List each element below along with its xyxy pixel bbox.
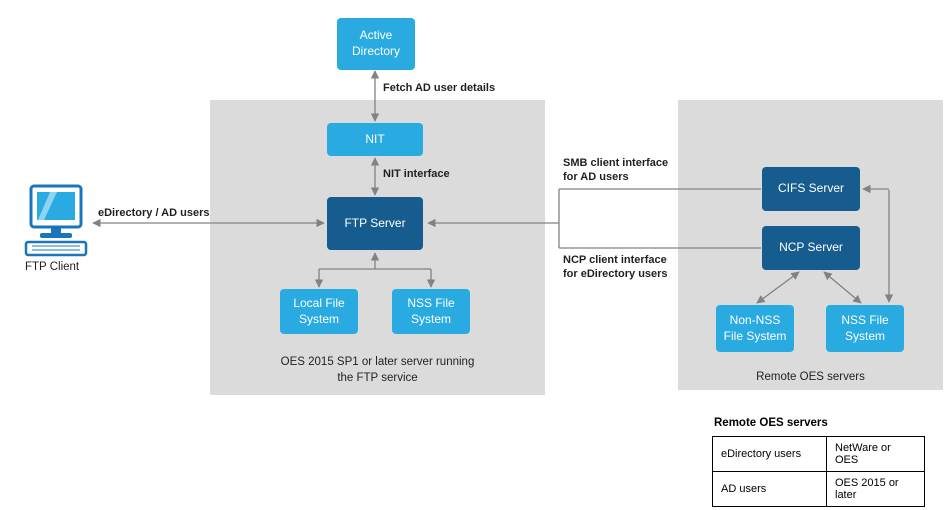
remote-oes-table: Remote OES servers eDirectory users NetW… (712, 417, 925, 507)
node-nss-file-system-right: NSS File System (826, 305, 904, 352)
label-fetch-ad-user-details: Fetch AD user details (383, 82, 496, 94)
node-ftp-server: FTP Server (327, 197, 423, 250)
table-cell: NetWare or OES (826, 436, 925, 472)
node-ncp-server: NCP Server (762, 226, 860, 270)
node-local-file-system: Local File System (280, 289, 358, 334)
label-nit-interface: NIT interface (383, 168, 450, 180)
table-cell: AD users (712, 471, 827, 507)
label-edirectory-ad-users: eDirectory / AD users (98, 207, 210, 219)
ftp-client-icon (24, 184, 88, 257)
label-smb-client-interface: SMB client interface for AD users (563, 157, 669, 184)
node-cifs-server: CIFS Server (762, 167, 860, 211)
table-title: Remote OES servers (714, 417, 828, 429)
table-row: eDirectory users NetWare or OES (712, 436, 925, 472)
node-nss-file-system-center: NSS File System (392, 289, 470, 334)
caption-remote-oes-servers: Remote OES servers (756, 371, 865, 383)
label-ncp-client-interface: NCP client interface for eDirectory user… (563, 254, 668, 281)
oes-users-table: eDirectory users NetWare or OES AD users… (712, 436, 925, 507)
caption-oes-server: OES 2015 SP1 or later server running the… (280, 356, 475, 384)
label-ftp-client: FTP Client (25, 261, 80, 273)
table-row: AD users OES 2015 or later (712, 471, 925, 507)
table-cell: eDirectory users (712, 436, 827, 472)
ftp-client (24, 184, 88, 263)
table-cell: OES 2015 or later (826, 471, 925, 507)
node-non-nss-file-system: Non-NSS File System (716, 305, 794, 352)
node-nit: NIT (327, 123, 423, 156)
node-active-directory: Active Directory (337, 18, 415, 70)
